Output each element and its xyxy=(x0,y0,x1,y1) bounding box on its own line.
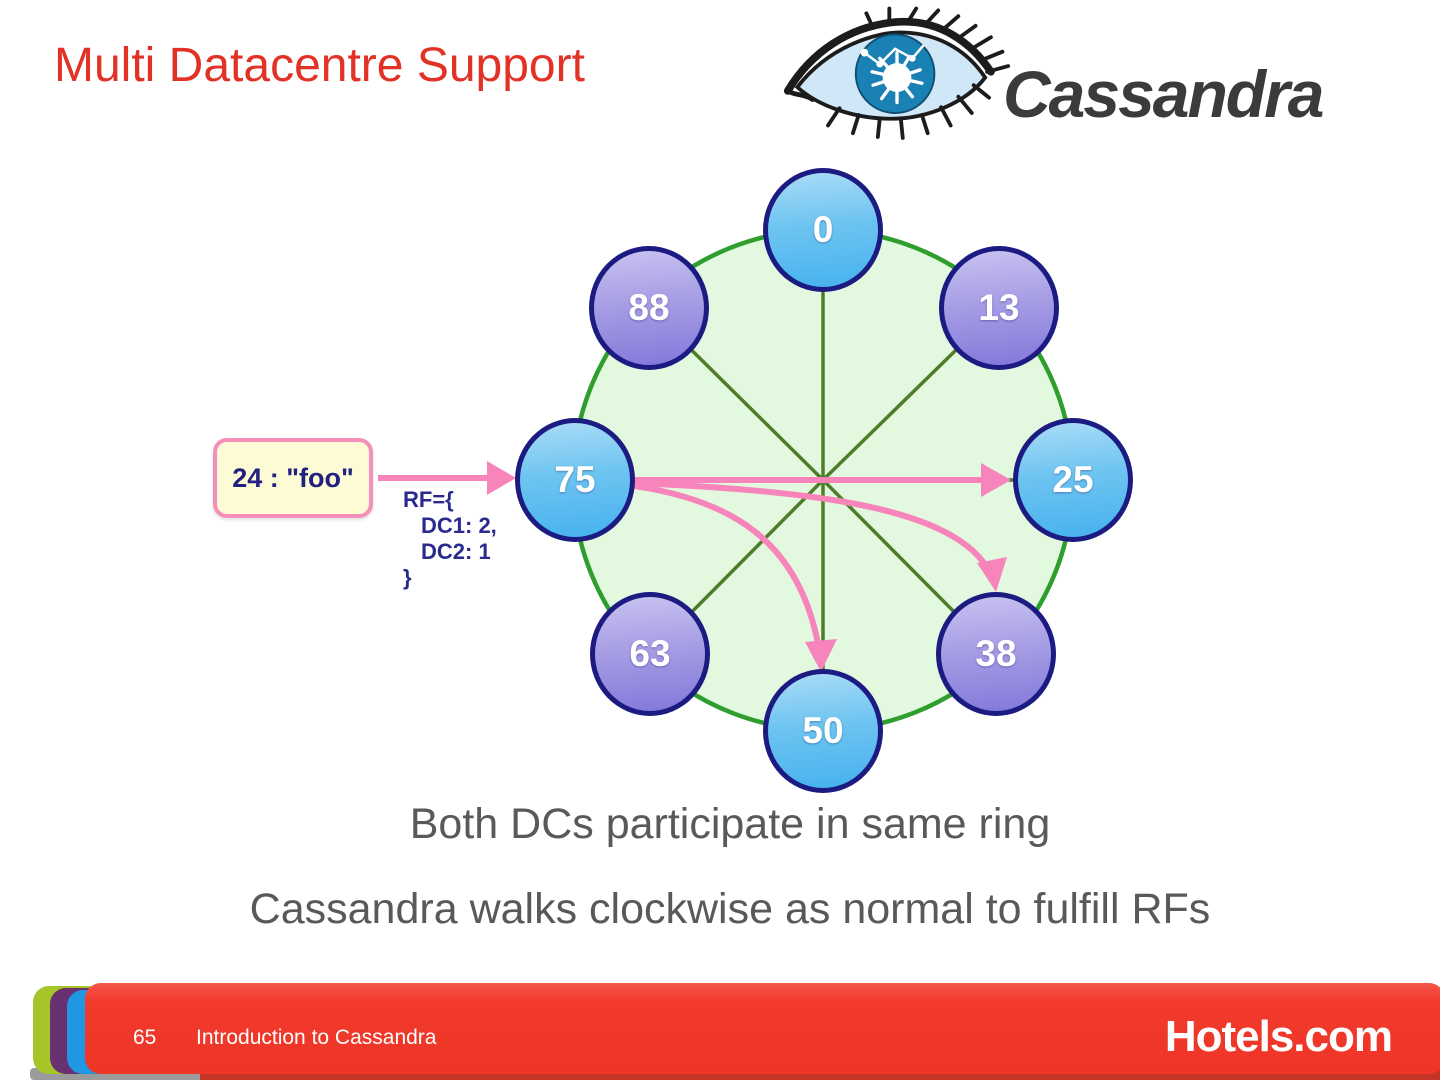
ring-node-75: 75 xyxy=(515,418,635,542)
replication-factor-annotation: RF={ DC1: 2, DC2: 1 } xyxy=(403,487,497,591)
hotels-com-wordmark: Hotels.com xyxy=(1164,1012,1393,1061)
cassandra-wordmark: Cassandra xyxy=(1003,57,1325,131)
ring-node-25: 25 xyxy=(1013,418,1133,542)
rf-line: DC1: 2, xyxy=(421,513,497,538)
rf-line: DC2: 1 xyxy=(421,539,491,564)
ring-node-13: 13 xyxy=(939,246,1059,370)
caption-clockwise: Cassandra walks clockwise as normal to f… xyxy=(249,885,1211,933)
caption-same-ring: Both DCs participate in same ring xyxy=(409,800,1051,848)
ring-node-50: 50 xyxy=(763,669,883,793)
cassandra-eye-logo-icon xyxy=(783,6,1011,140)
page-title: Multi Datacentre Support xyxy=(54,39,585,92)
footer-red-bar xyxy=(85,983,1440,1074)
rf-line: } xyxy=(403,565,412,590)
rf-line: RF={ xyxy=(403,487,454,512)
ring-node-38: 38 xyxy=(936,592,1056,716)
ring-node-0: 0 xyxy=(763,168,883,292)
ring-node-63: 63 xyxy=(590,592,710,716)
write-key-box: 24 : "foo" xyxy=(213,438,373,518)
deck-title: Introduction to Cassandra xyxy=(196,1026,437,1049)
page-number: 65 xyxy=(133,1026,157,1049)
ring-node-88: 88 xyxy=(589,246,709,370)
write-path-arrows xyxy=(378,461,1011,672)
